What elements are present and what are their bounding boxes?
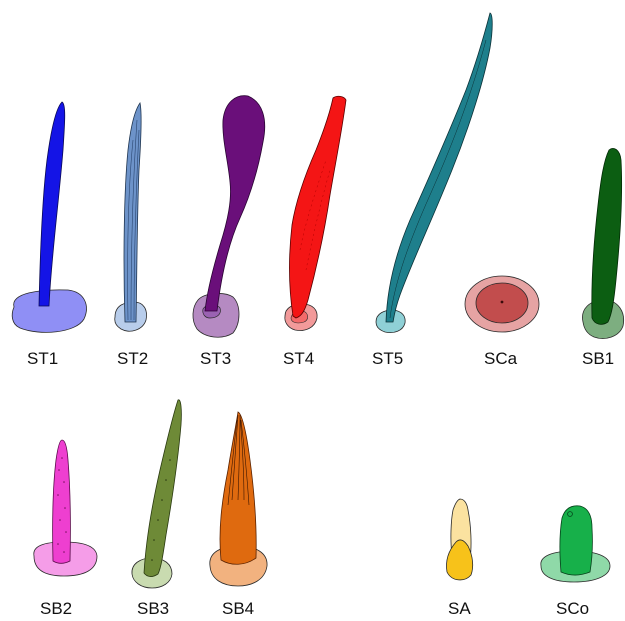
trichome-sa	[446, 499, 472, 580]
st1-stalk	[39, 102, 65, 306]
trichome-sb2	[34, 440, 97, 576]
trichome-st3	[193, 96, 265, 338]
label-sb2: SB2	[40, 599, 72, 618]
label-sca: SCa	[484, 349, 518, 368]
label-st1: ST1	[27, 349, 58, 368]
st5-stalk	[386, 13, 492, 322]
trichome-sb1	[582, 148, 623, 338]
label-sb1: SB1	[582, 349, 614, 368]
trichome-sca	[465, 276, 539, 332]
label-sb4: SB4	[222, 599, 254, 618]
sco-body	[560, 506, 592, 575]
sb3-stalk	[144, 400, 181, 577]
st3-stalk	[205, 96, 265, 311]
label-sco: SCo	[556, 599, 589, 618]
trichome-st4	[285, 96, 346, 330]
trichome-st2	[115, 103, 147, 331]
trichome-sb4	[210, 412, 267, 586]
trichome-sb3	[132, 400, 181, 588]
sca-center-dot	[501, 301, 504, 304]
label-st2: ST2	[117, 349, 148, 368]
label-st5: ST5	[372, 349, 403, 368]
trichome-sco	[541, 506, 610, 582]
label-sb3: SB3	[137, 599, 169, 618]
trichome-st1	[12, 102, 86, 332]
label-sa: SA	[448, 599, 471, 618]
label-st3: ST3	[200, 349, 231, 368]
st4-stalk	[289, 96, 346, 318]
sb1-stalk	[592, 148, 622, 324]
label-st4: ST4	[283, 349, 314, 368]
